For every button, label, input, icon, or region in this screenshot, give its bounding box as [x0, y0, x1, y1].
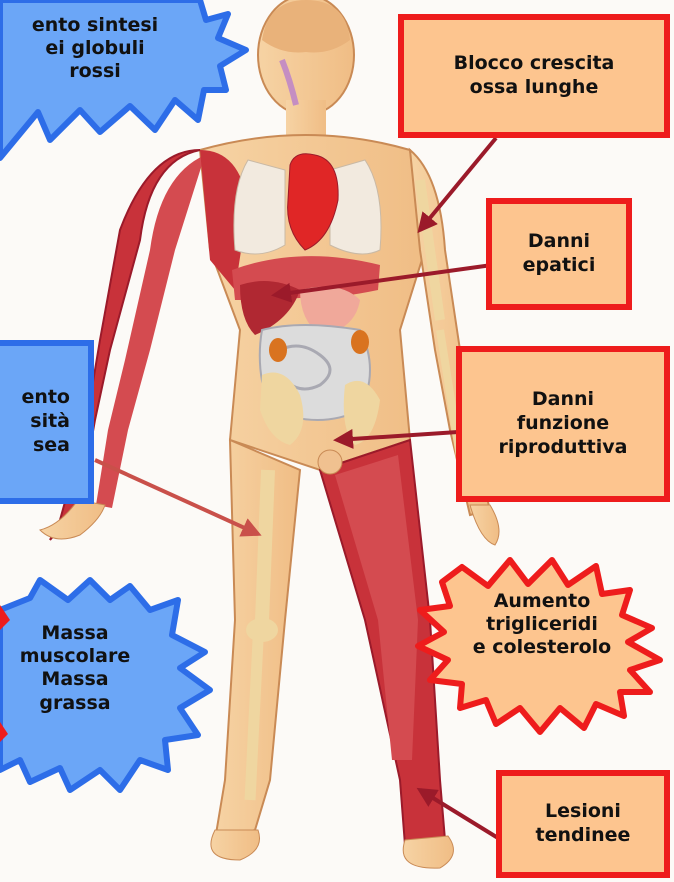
- label-danni-epatici: Danni epatici: [523, 230, 596, 278]
- box-blocco-crescita: Blocco crescita ossa lunghe: [398, 14, 670, 138]
- box-densita-ossea: ento sità sea: [0, 340, 94, 504]
- label-densita-ossea: ento sità sea: [21, 386, 70, 457]
- box-danni-epatici: Danni epatici: [486, 198, 632, 310]
- label-massa: Massa muscolare Massa grassa: [0, 622, 150, 715]
- label-blocco-crescita: Blocco crescita ossa lunghe: [454, 52, 615, 100]
- box-danni-riproduttiva: Danni funzione riproduttiva: [456, 346, 670, 502]
- label-sintesi-globuli-rossi: ento sintesi ei globuli rossi: [0, 14, 190, 84]
- label-lesioni-tendinee: Lesioni tendinee: [536, 800, 631, 848]
- box-lesioni-tendinee: Lesioni tendinee: [496, 770, 670, 878]
- label-danni-riproduttiva: Danni funzione riproduttiva: [499, 388, 628, 459]
- label-trigliceridi-colesterolo: Aumento trigliceridi e colesterolo: [442, 590, 642, 660]
